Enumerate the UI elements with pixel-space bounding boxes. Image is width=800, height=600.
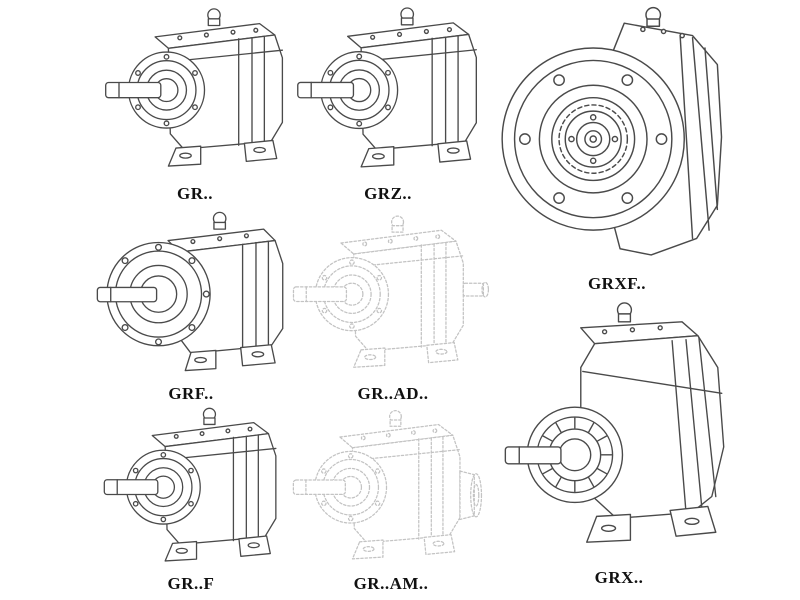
gearbox-figure-gr-f: GR..F <box>92 406 290 598</box>
motor-adapter-flange <box>459 470 483 521</box>
gearbox-drawing-gr-f <box>103 407 277 562</box>
gearbox-figure-gr-ad: GR..AD.. <box>288 210 498 408</box>
gearbox-figure-gr-am: GR..AM.. <box>288 406 494 598</box>
input-adapter-shaft <box>462 281 490 298</box>
model-label-grz: GRZ.. <box>364 184 412 203</box>
model-label-gr-am: GR..AM.. <box>353 574 429 593</box>
gearbox-drawing-grx <box>504 302 725 543</box>
gearbox-figure-grz: GRZ.. <box>292 2 484 208</box>
gearbox-drawing-gr-ad <box>292 215 490 368</box>
gearbox-drawing-grxf <box>501 6 723 256</box>
gearbox-figure-grxf: GRXF.. <box>498 2 736 298</box>
model-label-gr-ad: GR..AD.. <box>357 384 429 403</box>
gearbox-drawing-grz <box>297 7 477 168</box>
model-label-grxf: GRXF.. <box>587 274 647 293</box>
gearbox-drawing-gr-am <box>292 410 483 560</box>
model-label-gr-f: GR..F <box>167 574 215 593</box>
gearbox-figure-grf: GRF.. <box>92 210 290 408</box>
gearbox-figure-gr: GR.. <box>100 2 290 208</box>
gearbox-drawing-grf <box>96 211 284 372</box>
model-label-gr: GR.. <box>177 184 213 203</box>
gearbox-figure-grx: GRX.. <box>496 298 742 592</box>
model-label-grx: GRX.. <box>594 568 644 587</box>
model-label-grf: GRF.. <box>168 384 214 403</box>
gearbox-drawing-gr <box>105 8 284 167</box>
